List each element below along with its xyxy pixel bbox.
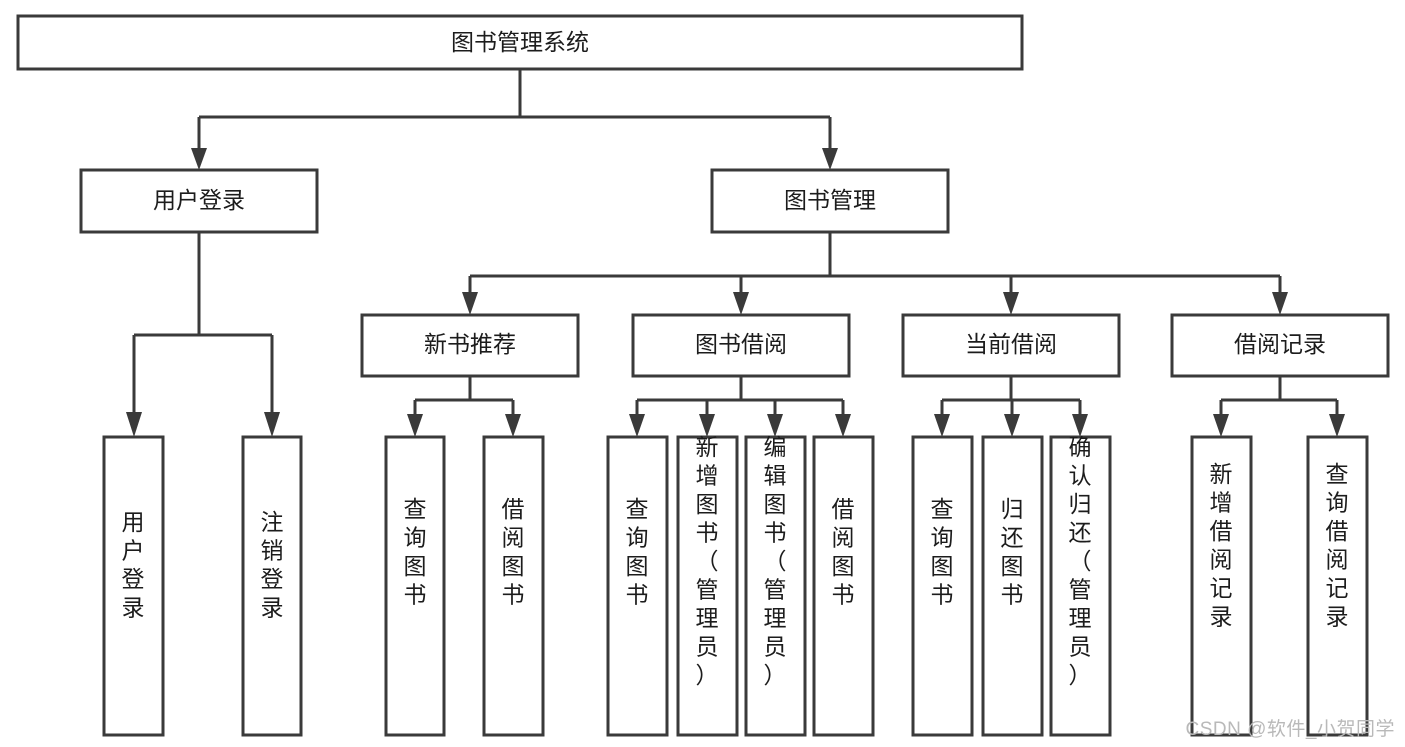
connector-group-currentborrow-to-leaves	[934, 376, 1088, 437]
node-box-leaf-query-book-3[interactable]	[911, 435, 974, 737]
arrow-head-icon	[822, 148, 838, 170]
leaf-label-borrow-book-1: 借阅图书	[502, 496, 525, 608]
node-label-book-borrow: 图书借阅	[695, 331, 787, 357]
arrow-head-icon	[733, 292, 749, 315]
node-box-leaf-query-record[interactable]	[1306, 435, 1369, 737]
node-box-borrow-record[interactable]	[1170, 313, 1390, 378]
node-box-leaf-return-book[interactable]	[981, 435, 1044, 737]
arrow-head-icon	[699, 414, 715, 437]
arrow-head-icon	[767, 414, 783, 437]
node-box-leaf-user-login[interactable]	[102, 435, 165, 737]
connector-group-bookmgmt-to-level3	[462, 232, 1288, 315]
leaf-label-add-record: 新增借阅记录	[1210, 461, 1233, 630]
leaf-text-edit-book: 编辑图书（管理员）	[764, 434, 787, 688]
arrow-head-icon	[1329, 414, 1345, 437]
node-borrow-record[interactable]: 借阅记录	[1170, 313, 1390, 378]
node-box-leaf-query-book-1[interactable]	[384, 435, 446, 737]
connector-group-root-to-level2	[191, 69, 838, 170]
connector-group-borrowrecord-to-leaves	[1213, 376, 1345, 437]
node-label-borrow-record: 借阅记录	[1234, 331, 1326, 357]
node-label-current-borrow: 当前借阅	[965, 331, 1057, 357]
leaf-text-query-book-1: 查询图书	[404, 496, 427, 608]
arrow-head-icon	[264, 412, 280, 437]
leaf-label-query-book-1: 查询图书	[404, 496, 427, 608]
arrow-head-icon	[505, 414, 521, 437]
node-root-book-management-system[interactable]: 图书管理系统	[16, 14, 1024, 71]
connector-group-bookborrow-to-leaves	[629, 376, 851, 437]
node-box-new-book-recommend[interactable]	[360, 313, 580, 378]
leaf-text-logout: 注销登录	[261, 509, 284, 621]
leaf-label-query-book-2: 查询图书	[626, 496, 649, 608]
leaf-text-confirm-return: 确认归还（管理员）	[1069, 434, 1092, 688]
leaf-label-logout: 注销登录	[261, 509, 284, 621]
node-box-book-borrow[interactable]	[631, 313, 851, 378]
arrow-head-icon	[1004, 414, 1020, 437]
leaf-label-return-book: 归还图书	[1001, 496, 1024, 608]
node-box-leaf-add-book[interactable]	[676, 435, 739, 737]
leaf-text-user-login: 用户登录	[122, 509, 145, 621]
arrow-head-icon	[835, 414, 851, 437]
leaf-label-add-book: 新增图书（管理员）	[696, 434, 719, 688]
leaf-text-add-book: 新增图书（管理员）	[696, 434, 719, 688]
leaf-label-edit-book: 编辑图书（管理员）	[764, 434, 787, 688]
leaf-text-borrow-book-2: 借阅图书	[832, 496, 855, 608]
leaf-label-query-book-3: 查询图书	[931, 496, 954, 608]
node-label-book-management: 图书管理	[784, 187, 876, 213]
node-box-user-login[interactable]	[79, 168, 319, 234]
node-box-root[interactable]	[16, 14, 1024, 71]
node-box-leaf-logout[interactable]	[241, 435, 303, 737]
leaf-text-borrow-book-1: 借阅图书	[502, 496, 525, 608]
node-user-login[interactable]: 用户登录	[79, 168, 319, 234]
arrow-head-icon	[407, 414, 423, 437]
node-book-borrow[interactable]: 图书借阅	[631, 313, 851, 378]
leaf-text-query-book-2: 查询图书	[626, 496, 649, 608]
leaf-text-return-book: 归还图书	[1001, 496, 1024, 608]
node-box-leaf-borrow-book-2[interactable]	[812, 435, 875, 737]
node-label-root: 图书管理系统	[451, 29, 589, 55]
arrow-head-icon	[462, 292, 478, 315]
arrow-head-icon	[1213, 414, 1229, 437]
node-label-user-login: 用户登录	[153, 187, 245, 213]
leaf-text-add-record: 新增借阅记录	[1210, 461, 1233, 630]
leaf-text-query-record: 查询借阅记录	[1326, 461, 1349, 630]
node-label-new-book-recommend: 新书推荐	[424, 331, 516, 357]
node-box-leaf-edit-book[interactable]	[744, 435, 807, 737]
leaf-label-confirm-return: 确认归还（管理员）	[1069, 434, 1092, 688]
connector-group-newbook-to-leaves	[407, 376, 521, 437]
connector-group-userlogin-to-leaves	[126, 232, 280, 437]
leaf-label-user-login: 用户登录	[122, 509, 145, 621]
node-box-leaf-borrow-book-1[interactable]	[482, 435, 545, 737]
leaf-box-group	[102, 435, 1369, 737]
arrow-head-icon	[629, 414, 645, 437]
arrow-head-icon	[126, 412, 142, 437]
arrow-head-icon	[191, 148, 207, 170]
arrow-head-icon	[1272, 292, 1288, 315]
node-box-leaf-add-record[interactable]	[1190, 435, 1253, 737]
node-box-leaf-confirm-return[interactable]	[1049, 435, 1112, 737]
leaf-label-borrow-book-2: 借阅图书	[832, 496, 855, 608]
arrow-head-icon	[1072, 414, 1088, 437]
node-box-leaf-query-book-2[interactable]	[606, 435, 669, 737]
node-new-book-recommend[interactable]: 新书推荐	[360, 313, 580, 378]
node-book-management[interactable]: 图书管理	[710, 168, 950, 234]
leaf-label-query-record: 查询借阅记录	[1326, 461, 1349, 630]
arrow-head-icon	[934, 414, 950, 437]
node-box-current-borrow[interactable]	[901, 313, 1121, 378]
leaf-text-query-book-3: 查询图书	[931, 496, 954, 608]
node-current-borrow[interactable]: 当前借阅	[901, 313, 1121, 378]
arrow-head-icon	[1003, 292, 1019, 315]
node-box-book-management[interactable]	[710, 168, 950, 234]
